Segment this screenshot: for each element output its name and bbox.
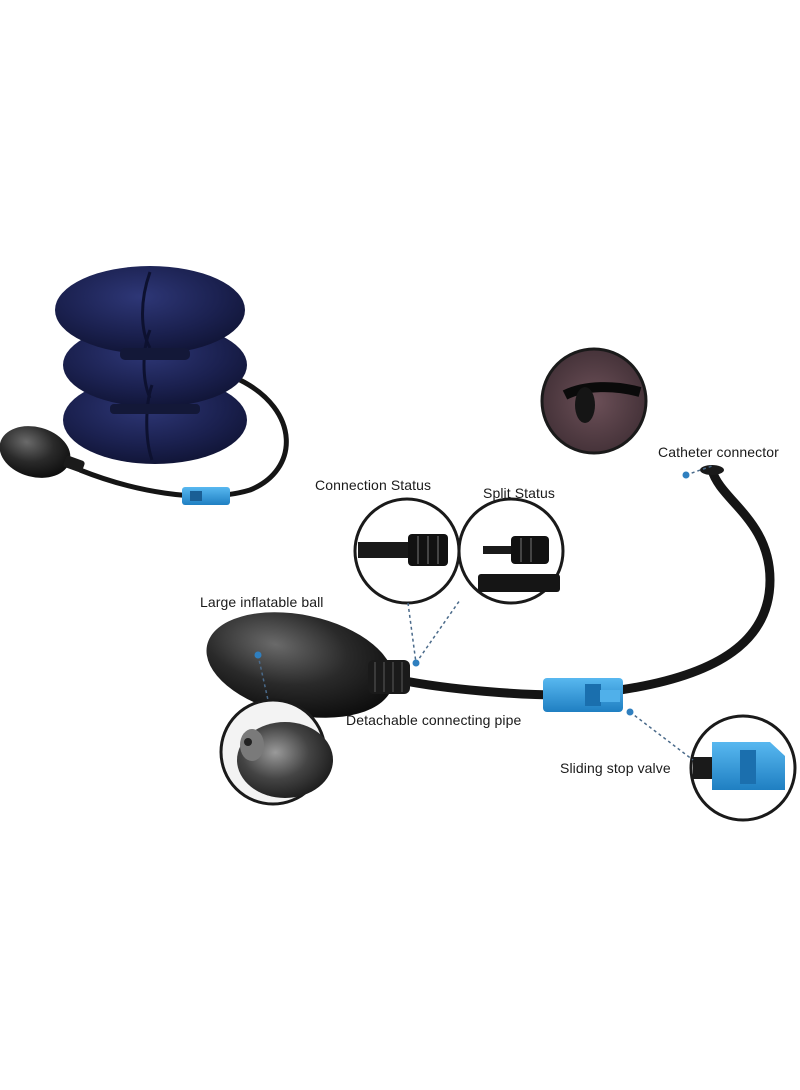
connecting-pipe <box>399 675 561 700</box>
callout-sliding-stop-valve <box>689 714 797 822</box>
ball-dot-icon <box>254 651 262 659</box>
callout-connection-status <box>353 497 461 605</box>
pillow-ring-top <box>55 266 245 354</box>
callout-split-status <box>457 497 565 605</box>
catheter-connector-label: Catheter connector <box>658 444 779 460</box>
pillow-hose <box>79 377 289 499</box>
callout-catheter-connector <box>540 347 648 455</box>
neck-pillow-product <box>0 266 289 505</box>
split-status-label: Split Status <box>483 485 556 501</box>
valve-dot-icon <box>626 708 634 716</box>
pillow-valve-icon <box>182 487 230 505</box>
connection-dot-icon <box>412 659 420 667</box>
sliding-stop-valve-label: Sliding stop valve <box>560 760 671 776</box>
pump-assembly <box>206 465 775 718</box>
callout-dots <box>254 471 690 716</box>
ball-connector <box>368 660 410 694</box>
leader-lines <box>257 465 713 761</box>
large-inflatable-ball-label: Large inflatable ball <box>200 594 324 610</box>
detachable-connecting-pipe-label: Detachable connecting pipe <box>346 712 522 728</box>
sliding-stop-valve-icon <box>543 678 623 712</box>
main-hose <box>619 468 775 695</box>
large-inflatable-ball <box>206 612 394 718</box>
callout-large-inflatable-ball <box>219 698 333 806</box>
catheter-dot-icon <box>682 471 690 479</box>
connection-status-label: Connection Status <box>315 477 432 493</box>
pillow-bulb <box>0 426 71 478</box>
